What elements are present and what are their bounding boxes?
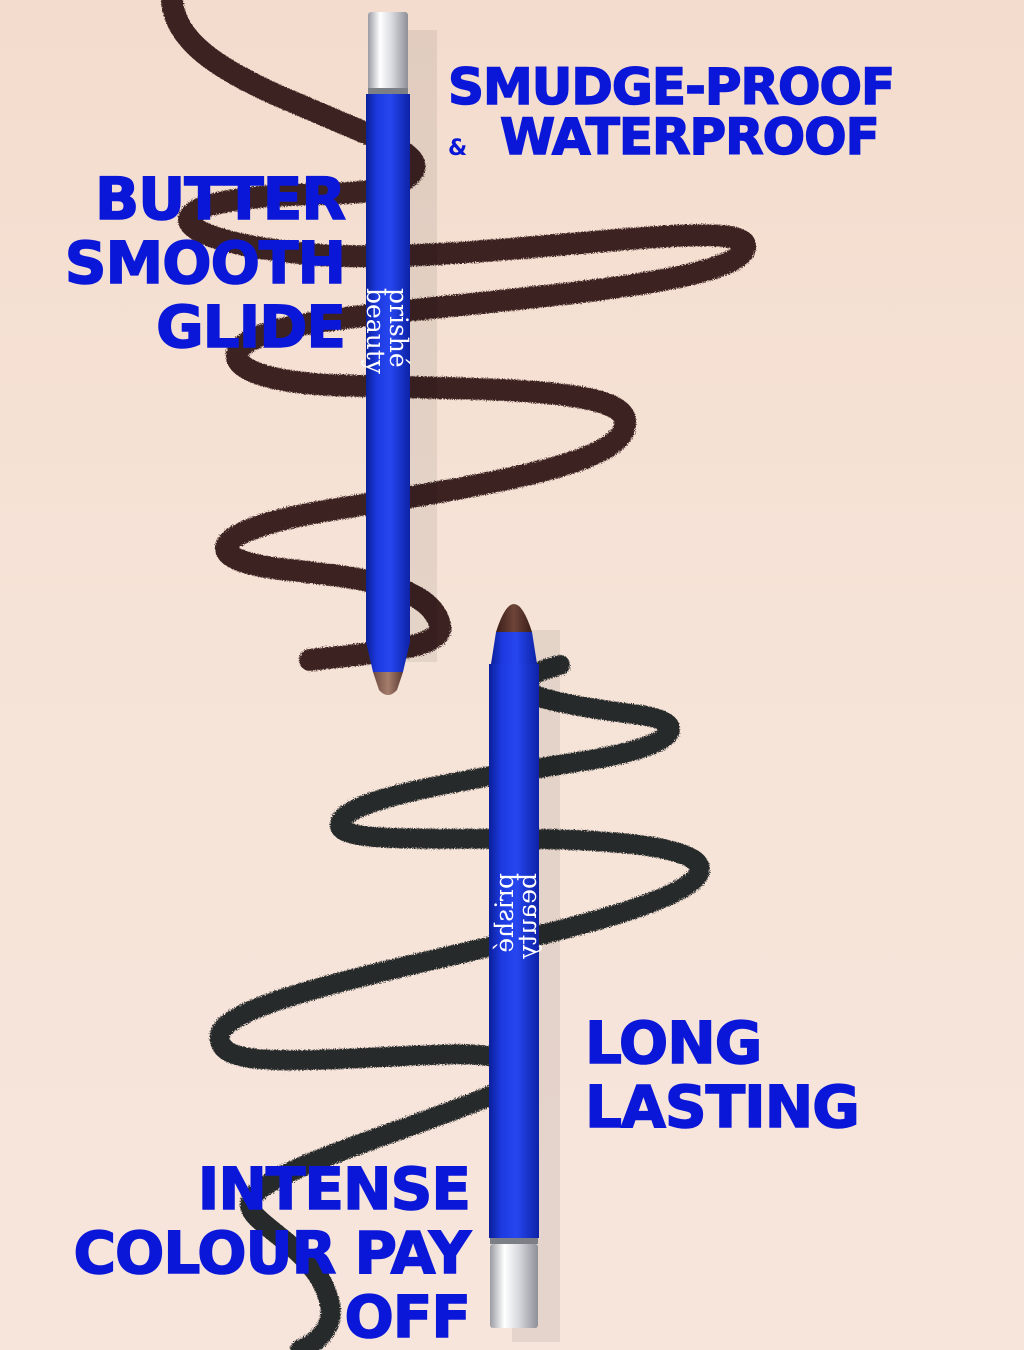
headline-line: GLIDE [155, 293, 346, 361]
pencil-bottom-body [489, 664, 539, 1238]
headline-line: SMOOTH [64, 229, 347, 297]
pencil-top-cap-ring [368, 88, 408, 94]
headline-line: INTENSE [197, 1155, 472, 1223]
brown-swatch-stroke [161, 0, 756, 671]
headline-line: LASTING [584, 1073, 860, 1141]
headline-line: BUTTER [94, 165, 347, 233]
pencil-bottom-cap-ring [490, 1238, 538, 1244]
pencil-top [366, 12, 437, 695]
headline-butter-smooth-glide: BUTTER SMOOTH GLIDE [60, 165, 347, 361]
pencil-top-cap [368, 12, 408, 94]
pencil-bottom [489, 604, 560, 1342]
headline-ampersand: & [448, 136, 468, 161]
pencil-top-brand-logo: prishé beauty [361, 288, 413, 438]
pencil-top-wood [366, 642, 410, 672]
pencil-bottom-cap [490, 1244, 538, 1328]
headline-line: OFF [344, 1283, 472, 1350]
headline-smudge-proof: SMUDGE-PROOF [447, 58, 896, 116]
brand-line-2: beauty [361, 288, 390, 374]
brand-line-2: beauty [513, 873, 542, 959]
pencil-bottom-wood [491, 632, 537, 664]
headline-line: COLOUR PAY [73, 1219, 472, 1287]
headline-intense-colour-pay-off: INTENSE COLOUR PAY OFF [40, 1155, 472, 1350]
pencil-top-lead [373, 672, 403, 695]
pencil-top-body [366, 94, 410, 642]
pencil-bottom-lead [496, 604, 532, 632]
headline-long-lasting: LONG LASTING [584, 1009, 860, 1141]
headline-line: LONG [584, 1009, 763, 1077]
brand-line-1: prishé [384, 288, 413, 368]
headline-waterproof: WATERPROOF [499, 108, 880, 166]
pencil-bottom-brand-logo: prishé beauty [490, 873, 542, 1023]
